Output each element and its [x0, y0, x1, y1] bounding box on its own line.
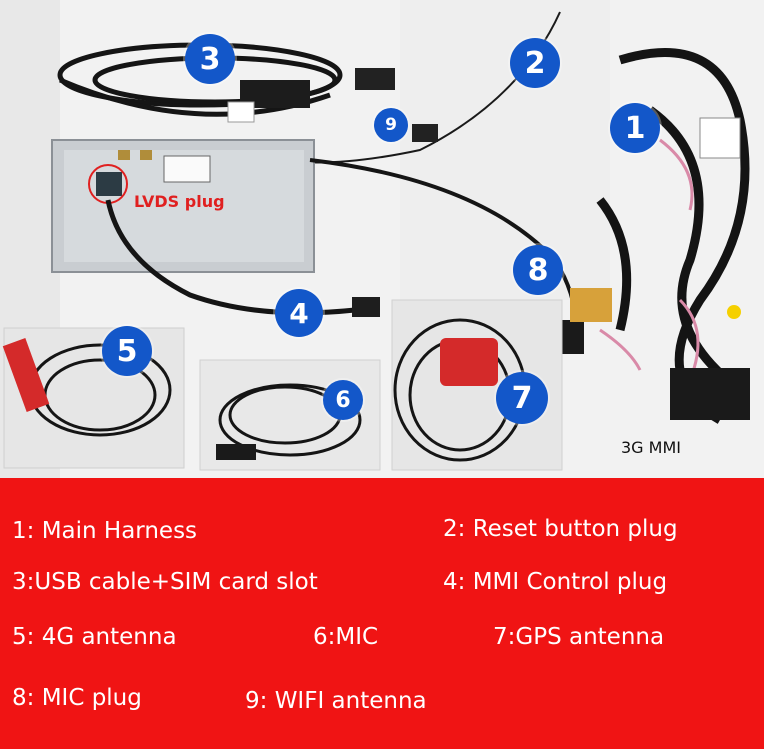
callout-badge-2: 2	[510, 38, 560, 88]
mic-jack	[216, 444, 256, 460]
legend-item-gps-antenna: 7:GPS antenna	[493, 624, 665, 650]
legend-item-4g-antenna: 5: 4G antenna	[12, 624, 177, 650]
parts-legend: 1: Main Harness 2: Reset button plug 3:U…	[0, 478, 764, 749]
legend-item-mic: 6:MIC	[313, 624, 379, 650]
legend-item-usb-sim: 3:USB cable+SIM card slot	[12, 569, 318, 595]
module-box	[51, 139, 315, 273]
callout-badge-4: 4	[275, 289, 323, 337]
callout-badge-8: 8	[513, 245, 563, 295]
harness-main-connector	[670, 368, 750, 420]
legend-item-main-harness: 1: Main Harness	[12, 518, 198, 544]
legend-item-reset-button-plug: 2: Reset button plug	[443, 516, 678, 542]
usb-label-tag	[227, 101, 255, 123]
callout-badge-3: 3	[185, 34, 235, 84]
mmi-control-connector	[352, 297, 380, 317]
callout-badge-5: 5	[102, 326, 152, 376]
4g-antenna-body	[2, 338, 50, 412]
callout-badge-6: 6	[323, 380, 363, 420]
harness-label-tag	[699, 117, 741, 159]
main-harness	[596, 48, 750, 424]
legend-item-mic-plug: 8: MIC plug	[12, 685, 142, 711]
mic-plug-connector	[562, 320, 584, 354]
product-illustration	[2, 11, 750, 471]
gps-antenna-body	[440, 338, 498, 386]
legend-item-wifi-antenna: 9: WIFI antenna	[245, 688, 427, 714]
legend-item-mmi-control-plug: 4: MMI Control plug	[443, 569, 668, 595]
wifi-antenna-plug	[412, 124, 438, 142]
callout-badge-7: 7	[496, 372, 548, 424]
product-photo: 1 2 3 4 5 6 7 8 9 LVDS plug 3G MMI	[0, 0, 764, 478]
lvds-plug-label: LVDS plug	[134, 192, 225, 211]
sim-slot-connector	[355, 68, 395, 90]
model-label: 3G MMI	[621, 438, 681, 457]
callout-badge-9: 9	[374, 108, 408, 142]
harness-rca-plug	[727, 305, 741, 319]
harness-yellow-connector	[570, 288, 612, 322]
callout-badge-1: 1	[610, 103, 660, 153]
